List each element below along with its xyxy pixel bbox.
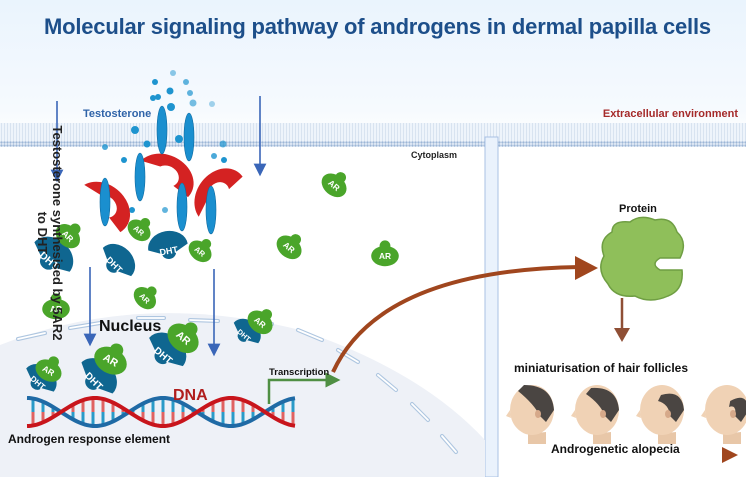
androgen-receptor: AR xyxy=(371,240,399,267)
transcription-label: Transcription xyxy=(269,367,330,378)
androgen-receptor: AR xyxy=(35,356,62,382)
arrowhead xyxy=(575,256,598,280)
dna-helix xyxy=(26,395,296,429)
testosterone-capsules xyxy=(99,105,217,235)
svg-text:AR: AR xyxy=(50,304,62,314)
head-stage-1 xyxy=(506,385,554,444)
androgen-receptor: AR xyxy=(55,223,81,249)
cell-membrane xyxy=(0,123,746,147)
nucleus-label: Nucleus xyxy=(99,318,162,335)
enzyme-5ar2-3: 5AR2 xyxy=(194,168,243,217)
svg-text:5AR2: 5AR2 xyxy=(151,175,176,194)
cytoplasm-label: Cytoplasm xyxy=(411,150,457,160)
dht-molecule: DHT xyxy=(148,230,188,259)
head-stage-4 xyxy=(701,385,746,444)
diffusion-arrows xyxy=(50,96,267,357)
head-stage-2 xyxy=(571,385,619,444)
translation-arrow xyxy=(331,265,581,373)
transcription-arrow xyxy=(267,372,341,404)
svg-text:AR: AR xyxy=(379,251,391,261)
testosterone-label: Testosterone xyxy=(83,108,152,120)
are-label: Androgen response element xyxy=(8,432,171,446)
testosterone-particles xyxy=(102,70,227,213)
androgen-receptor: AR xyxy=(133,286,157,310)
androgen-receptor: AR xyxy=(276,234,302,260)
androgen-receptor: AR xyxy=(321,172,347,198)
cell-boundary xyxy=(484,136,499,477)
svg-text:5AR2: 5AR2 xyxy=(216,190,237,214)
page-title: Molecular signaling pathway of androgens… xyxy=(44,14,711,39)
dht-molecule: DHT xyxy=(102,243,136,277)
protein-icon xyxy=(600,216,685,301)
androgen-receptor: AR xyxy=(247,309,273,335)
dna-label: DNA xyxy=(173,387,208,404)
androgen-receptor: AR xyxy=(188,238,212,263)
alopecia-label: Androgenetic alopecia xyxy=(551,442,680,456)
miniaturisation-label: miniaturisation of hair follicles xyxy=(514,361,689,375)
extracellular-label: Extracellular environment xyxy=(602,108,738,120)
protein-label: Protein xyxy=(619,203,657,215)
cytoplasm-text: Cytoplasm xyxy=(411,150,458,160)
head-stage-3 xyxy=(636,385,684,444)
androgen-receptor: AR xyxy=(94,343,127,375)
svg-text:DHT: DHT xyxy=(159,244,179,257)
androgen-receptor: AR xyxy=(42,293,70,320)
androgen-receptor: AR xyxy=(167,322,199,354)
androgen-receptor: AR xyxy=(127,217,151,242)
synthesis-note: Testosterone synthesised by 5AR2 to DHT xyxy=(35,125,65,341)
